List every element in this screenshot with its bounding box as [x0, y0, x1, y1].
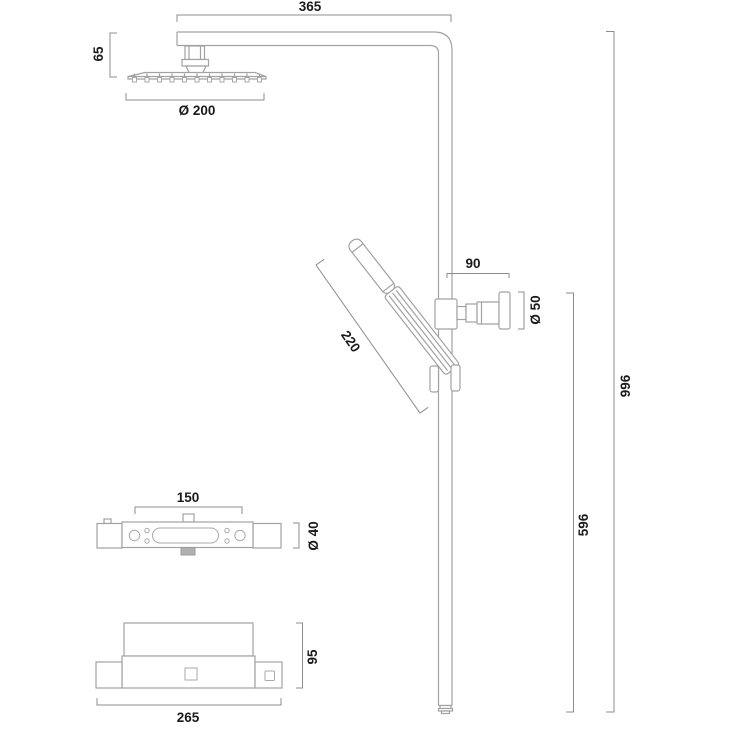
dim-label-head-diameter: Ø 200 [179, 103, 216, 118]
dim-line-hand-shower-length [315, 258, 429, 414]
dim-label-valve-hole-spacing: 150 [177, 490, 200, 505]
diverter-knob-flange [498, 291, 511, 330]
head-ball-joint [184, 45, 206, 61]
dimension-labels: 365 65 Ø 200 90 Ø 50 220 996 596 150 Ø 4… [91, 0, 633, 725]
dim-line-valve-width [96, 698, 282, 706]
dim-line-diverter-offset [446, 273, 510, 278]
valve-right-port [264, 670, 275, 681]
hand-shower-neck-seam [382, 282, 395, 293]
dim-label-hand-shower-length: 220 [338, 328, 363, 355]
valve-screw-hole [224, 538, 230, 544]
valve-top-tab [182, 513, 195, 523]
valve-center-port [184, 667, 198, 681]
head-collar [181, 58, 210, 67]
dim-label-overall-height: 996 [618, 374, 633, 397]
pipe-end-fitting [440, 710, 451, 715]
diverter-collar [465, 303, 478, 323]
diverter-stem [456, 305, 467, 321]
dim-line-arm-length [176, 14, 452, 22]
valve-top-body [123, 622, 254, 657]
dim-label-knob-diameter: Ø 50 [528, 295, 543, 324]
dim-label-valve-width: 265 [177, 710, 200, 725]
dim-label-rail-length: 596 [576, 513, 591, 536]
dim-label-arm-length: 365 [299, 0, 322, 14]
diverter-mount-block [434, 298, 458, 330]
valve-right-knob-hole [234, 529, 246, 542]
valve-bottom-outlet [180, 547, 196, 556]
arm-outer-edge [177, 31, 453, 706]
shower-arm-and-riser-pipe [176, 31, 454, 715]
dimension-lines [96, 14, 615, 713]
valve-center-slot [152, 527, 219, 544]
valve-right-cap [252, 522, 282, 549]
dim-label-valve-depth: 95 [305, 649, 320, 665]
valve-left-notch [103, 518, 112, 525]
ball-joint-seams [188, 46, 202, 60]
valve-left-knob-hole [128, 529, 141, 542]
dim-label-head-height: 65 [91, 46, 106, 62]
dim-line-head-diameter [125, 93, 265, 101]
mixer-valve-bottom-view [95, 622, 283, 689]
valve-screw-hole [224, 527, 230, 534]
clamp-right-jaw [450, 364, 461, 392]
dim-line-knob-diameter [518, 291, 525, 330]
diverter-assembly [434, 291, 511, 330]
dim-line-valve-hole-spacing [134, 506, 243, 514]
clamp-left-jaw [429, 365, 440, 393]
dim-line-valve-depth [296, 622, 303, 689]
dim-line-head-height [109, 32, 117, 78]
valve-left-connector [95, 661, 123, 689]
dim-line-valve-diameter [293, 522, 300, 549]
mixer-valve-front-view [96, 513, 282, 556]
dim-line-rail-length [566, 292, 574, 713]
valve-left-cap [96, 522, 123, 549]
valve-screw-hole [144, 527, 150, 534]
handle-rib-lines [388, 289, 456, 372]
dim-label-valve-diameter: Ø 40 [306, 521, 321, 550]
head-nozzles [132, 73, 262, 83]
valve-screw-hole [144, 538, 150, 544]
diverter-knob-body [476, 301, 500, 325]
hand-shower-tip-seam [351, 243, 364, 253]
arm-inner-edge [177, 44, 440, 706]
dim-line-overall-height [606, 31, 615, 713]
rain-shower-head [127, 45, 267, 83]
slider-clamp [429, 364, 461, 393]
dim-label-diverter-offset: 90 [465, 256, 480, 271]
